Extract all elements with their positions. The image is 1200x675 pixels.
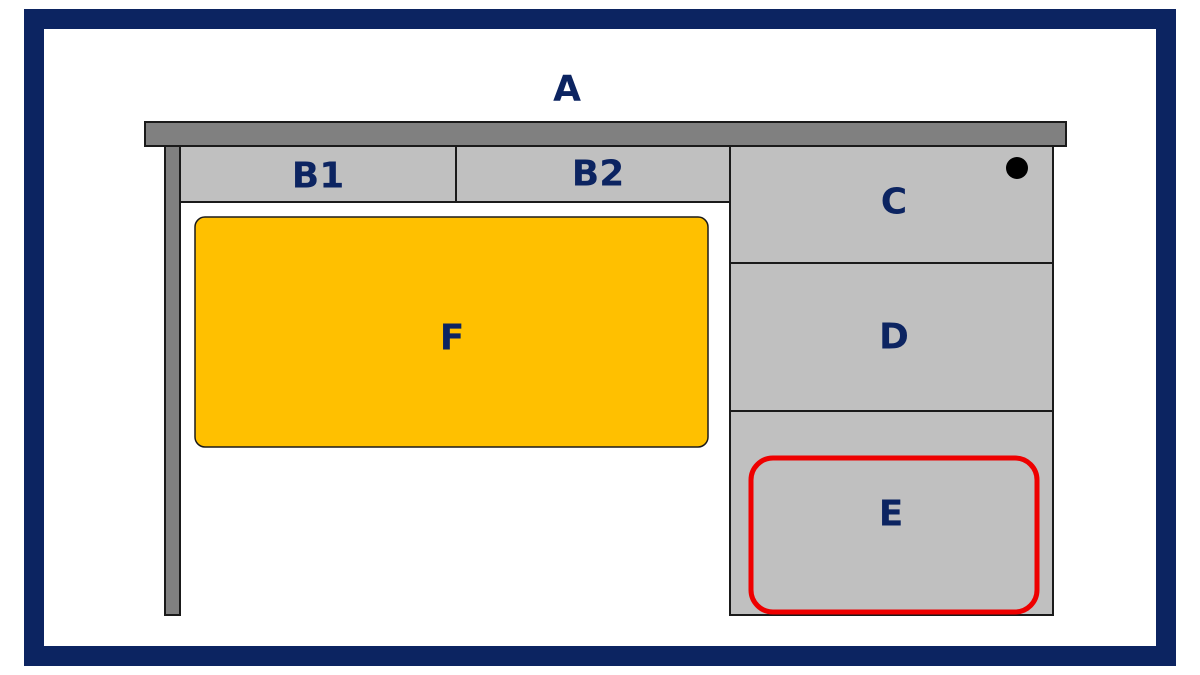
modesty-panel-f [194,216,709,448]
drawer-e-highlight-outline [748,455,1040,615]
desk-left-leg [164,145,181,616]
drawer-c [729,145,1054,264]
outer-frame [24,9,1176,666]
label-b1: B1 [292,156,345,197]
drawer-b1 [179,145,457,203]
label-e: E [879,494,904,535]
drawer-d [729,262,1054,412]
label-d: D [879,317,909,358]
lock-icon [1006,157,1028,179]
label-f: F [440,318,465,359]
desktop [144,121,1067,147]
label-c: C [881,182,907,223]
drawer-b2 [455,145,731,203]
label-a: A [553,69,581,110]
label-b2: B2 [572,154,625,195]
drawer-e-body [729,410,1054,616]
